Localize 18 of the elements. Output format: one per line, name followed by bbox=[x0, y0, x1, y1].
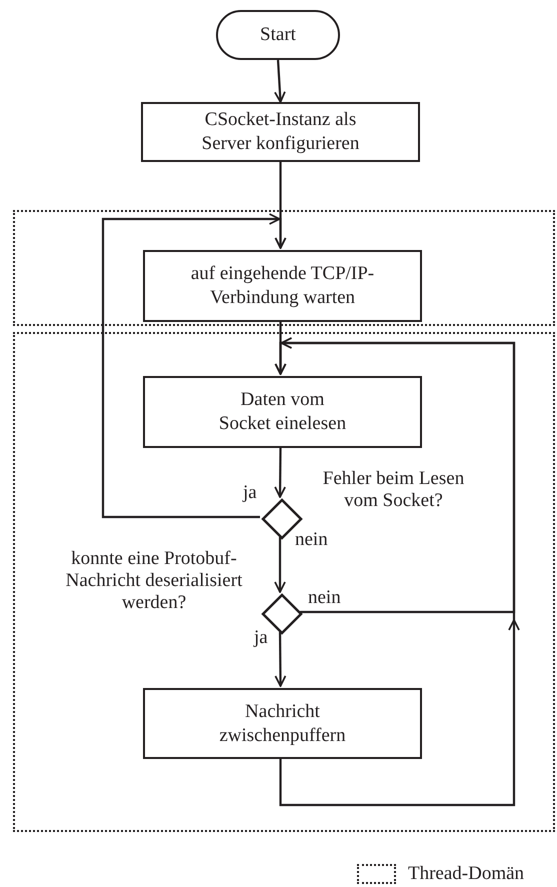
thread-domain-frame bbox=[13, 210, 555, 326]
arrow bbox=[274, 337, 520, 806]
arrow bbox=[102, 213, 286, 518]
process-box: CSocket-Instanz als Server konfigurieren bbox=[141, 102, 420, 162]
arrow bbox=[274, 446, 286, 498]
arrow bbox=[274, 537, 286, 593]
process-box: Nachricht zwischenpuffern bbox=[143, 688, 422, 759]
arrow bbox=[274, 60, 286, 103]
legend-text: Thread-Domän bbox=[408, 863, 524, 885]
decision-question: konnte eine Protobuf-Nachricht deserialisiert werden? bbox=[64, 548, 244, 614]
edge-label: ja bbox=[253, 628, 269, 648]
process-box: Daten vom Socket einelesen bbox=[143, 376, 422, 448]
terminal-box: Start bbox=[216, 10, 340, 60]
arrow bbox=[274, 632, 286, 687]
edge-label: ja bbox=[242, 483, 258, 503]
process-box: auf eingehende TCP/IP-Verbindung warten bbox=[143, 250, 422, 322]
decision-question: Fehler beim Lesen vom Socket? bbox=[322, 468, 466, 512]
thread-domain-frame bbox=[13, 332, 555, 832]
